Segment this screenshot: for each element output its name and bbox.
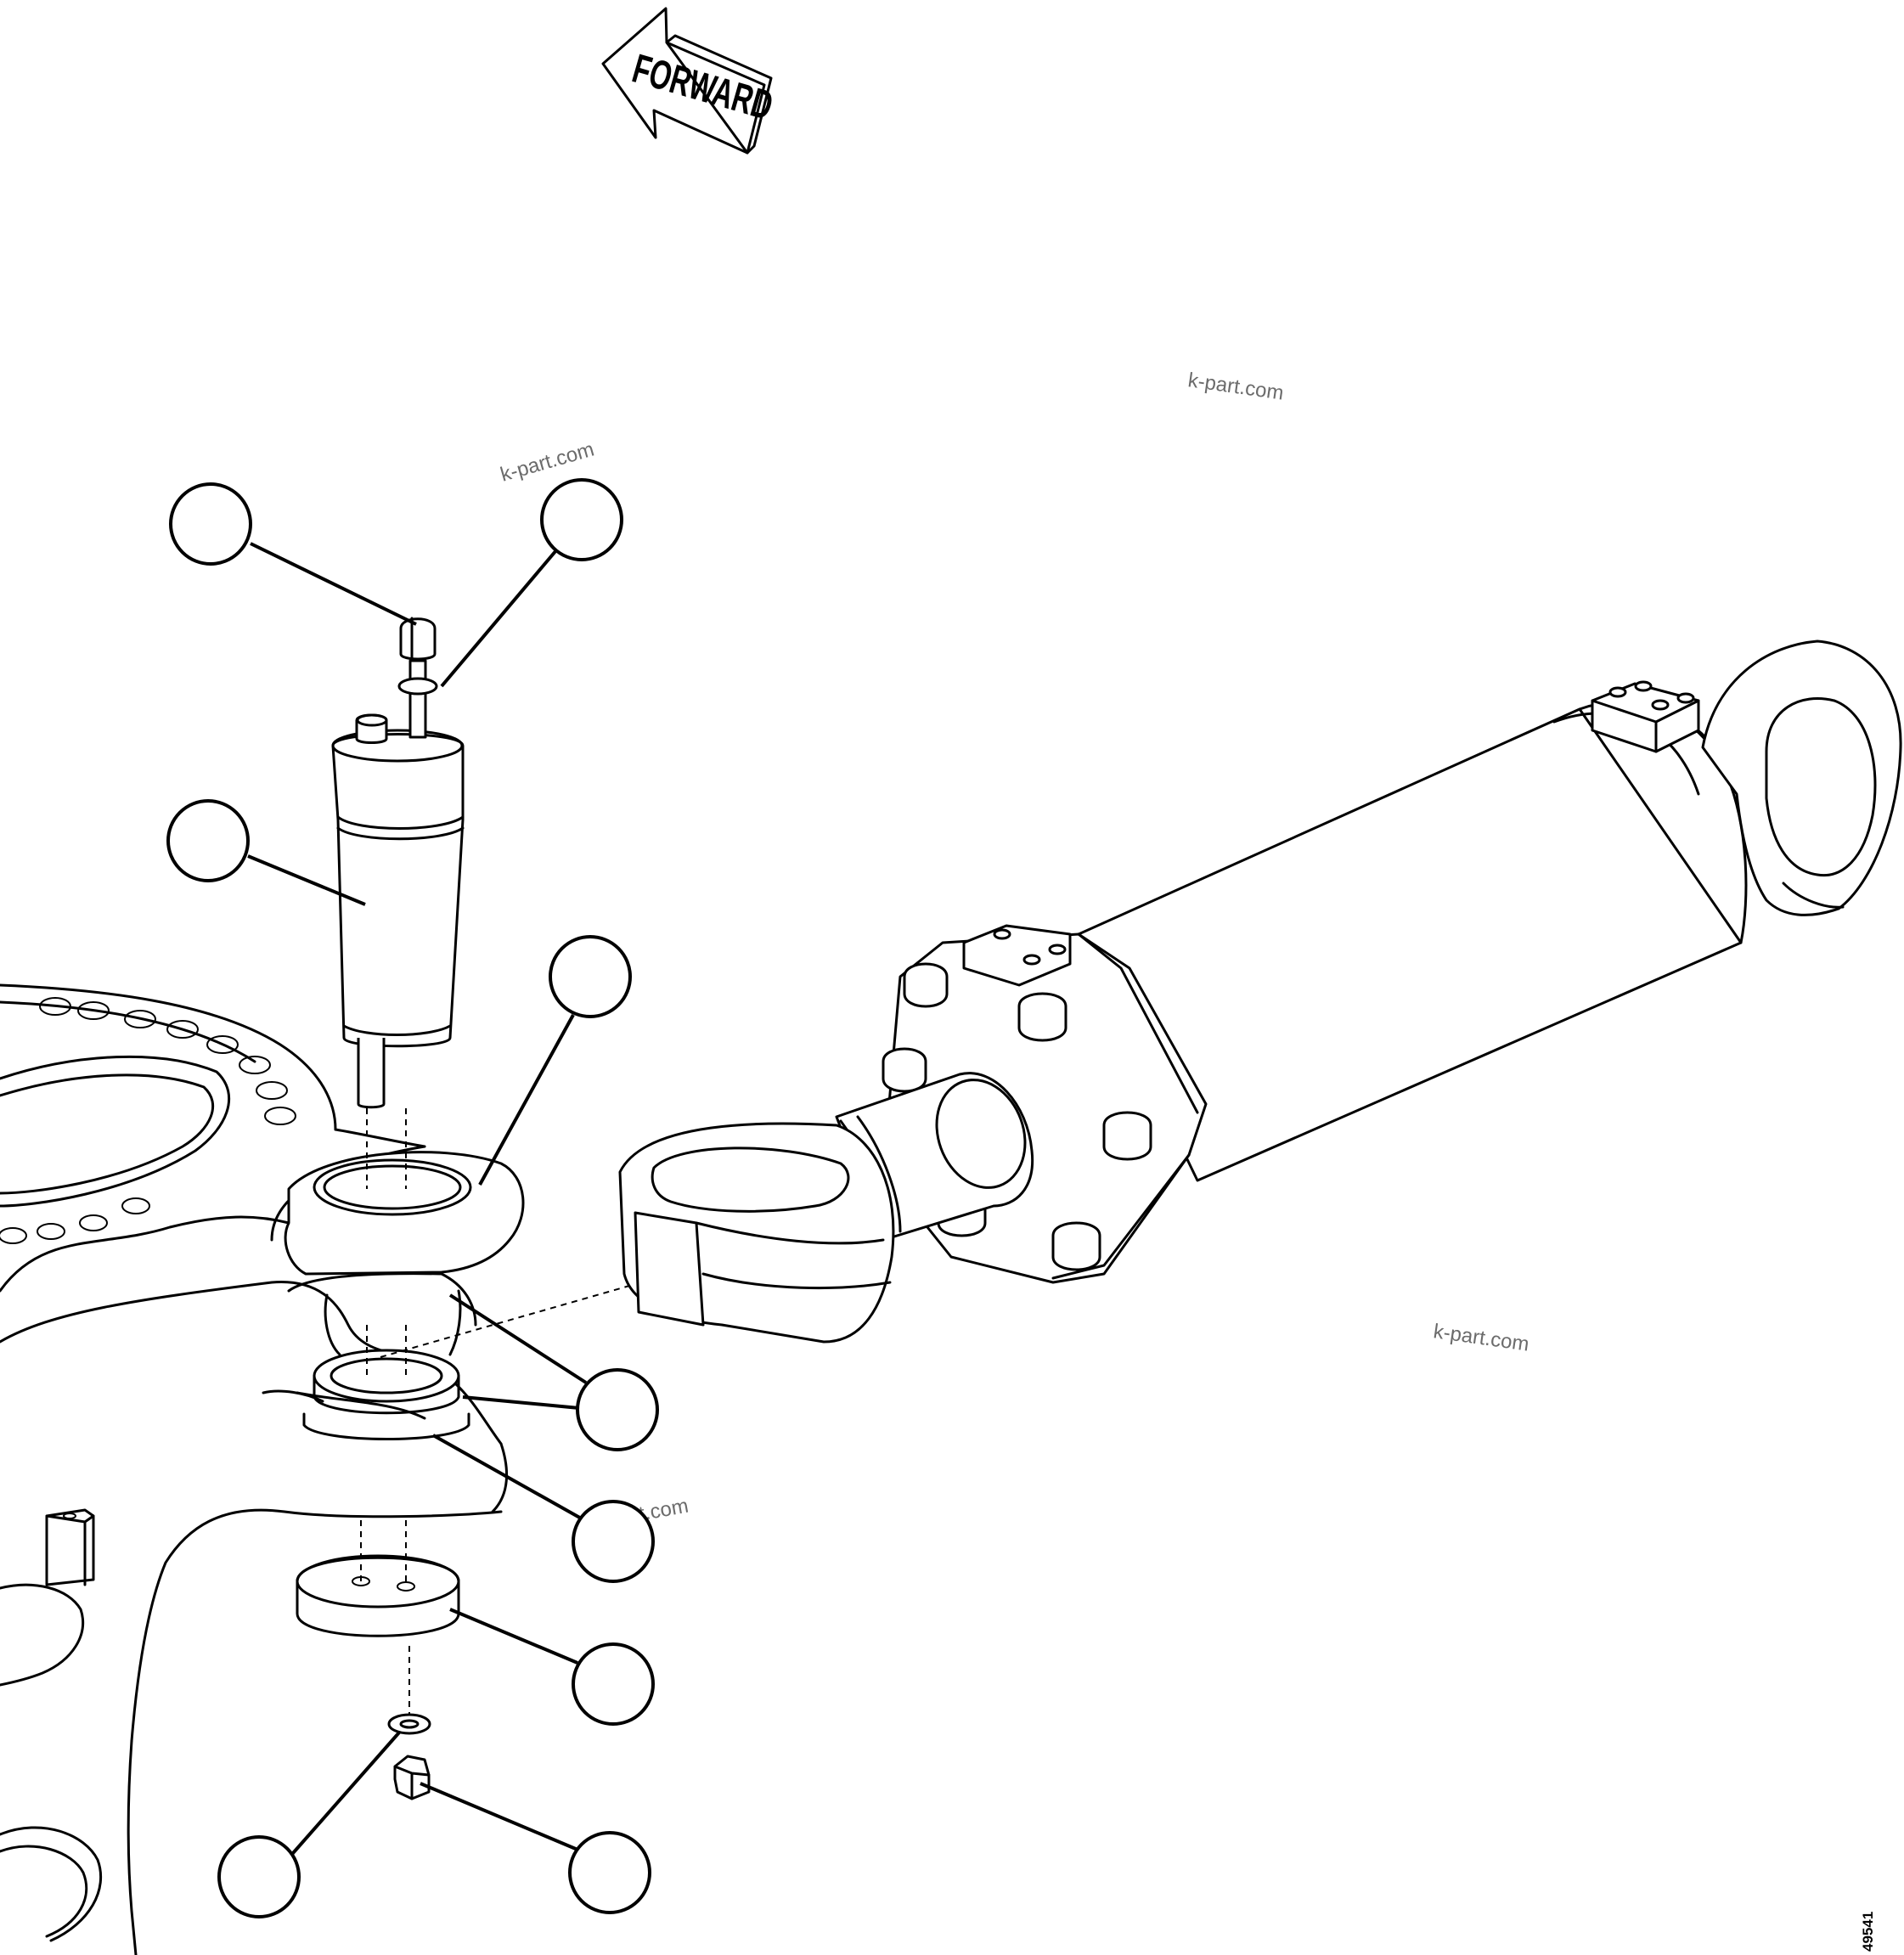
callout-frame-boss xyxy=(549,935,632,1018)
pivot-pin xyxy=(331,713,465,1109)
callout-seal xyxy=(572,1500,655,1583)
head-bolts xyxy=(882,962,1152,1271)
steering-cylinder xyxy=(618,639,1902,1344)
spacer xyxy=(296,1554,460,1637)
lock-washer xyxy=(387,1713,431,1735)
axle-housing xyxy=(0,983,509,1955)
callout-lockwasher xyxy=(217,1835,301,1918)
drawing-number: 49541 xyxy=(1860,1912,1876,1952)
callout-balloons xyxy=(166,478,659,1918)
watermark-3: k-part.com xyxy=(1432,1320,1530,1356)
forward-arrow: FORWARD xyxy=(601,7,778,155)
callout-nut xyxy=(568,1831,651,1914)
callout-spacer xyxy=(572,1642,655,1726)
seal xyxy=(302,1412,470,1440)
frame-pivot-boss xyxy=(284,1151,525,1356)
washer xyxy=(397,677,438,696)
assembly-centerlines xyxy=(360,1108,672,1716)
watermark-2: k-part.com xyxy=(1186,369,1285,405)
bushing xyxy=(313,1349,460,1415)
leader-lines xyxy=(247,542,588,1862)
callout-bolt xyxy=(169,482,252,566)
callout-washer-top xyxy=(540,478,623,561)
nut xyxy=(393,1755,431,1800)
callout-pin xyxy=(166,799,250,882)
callout-bushing xyxy=(576,1368,659,1451)
